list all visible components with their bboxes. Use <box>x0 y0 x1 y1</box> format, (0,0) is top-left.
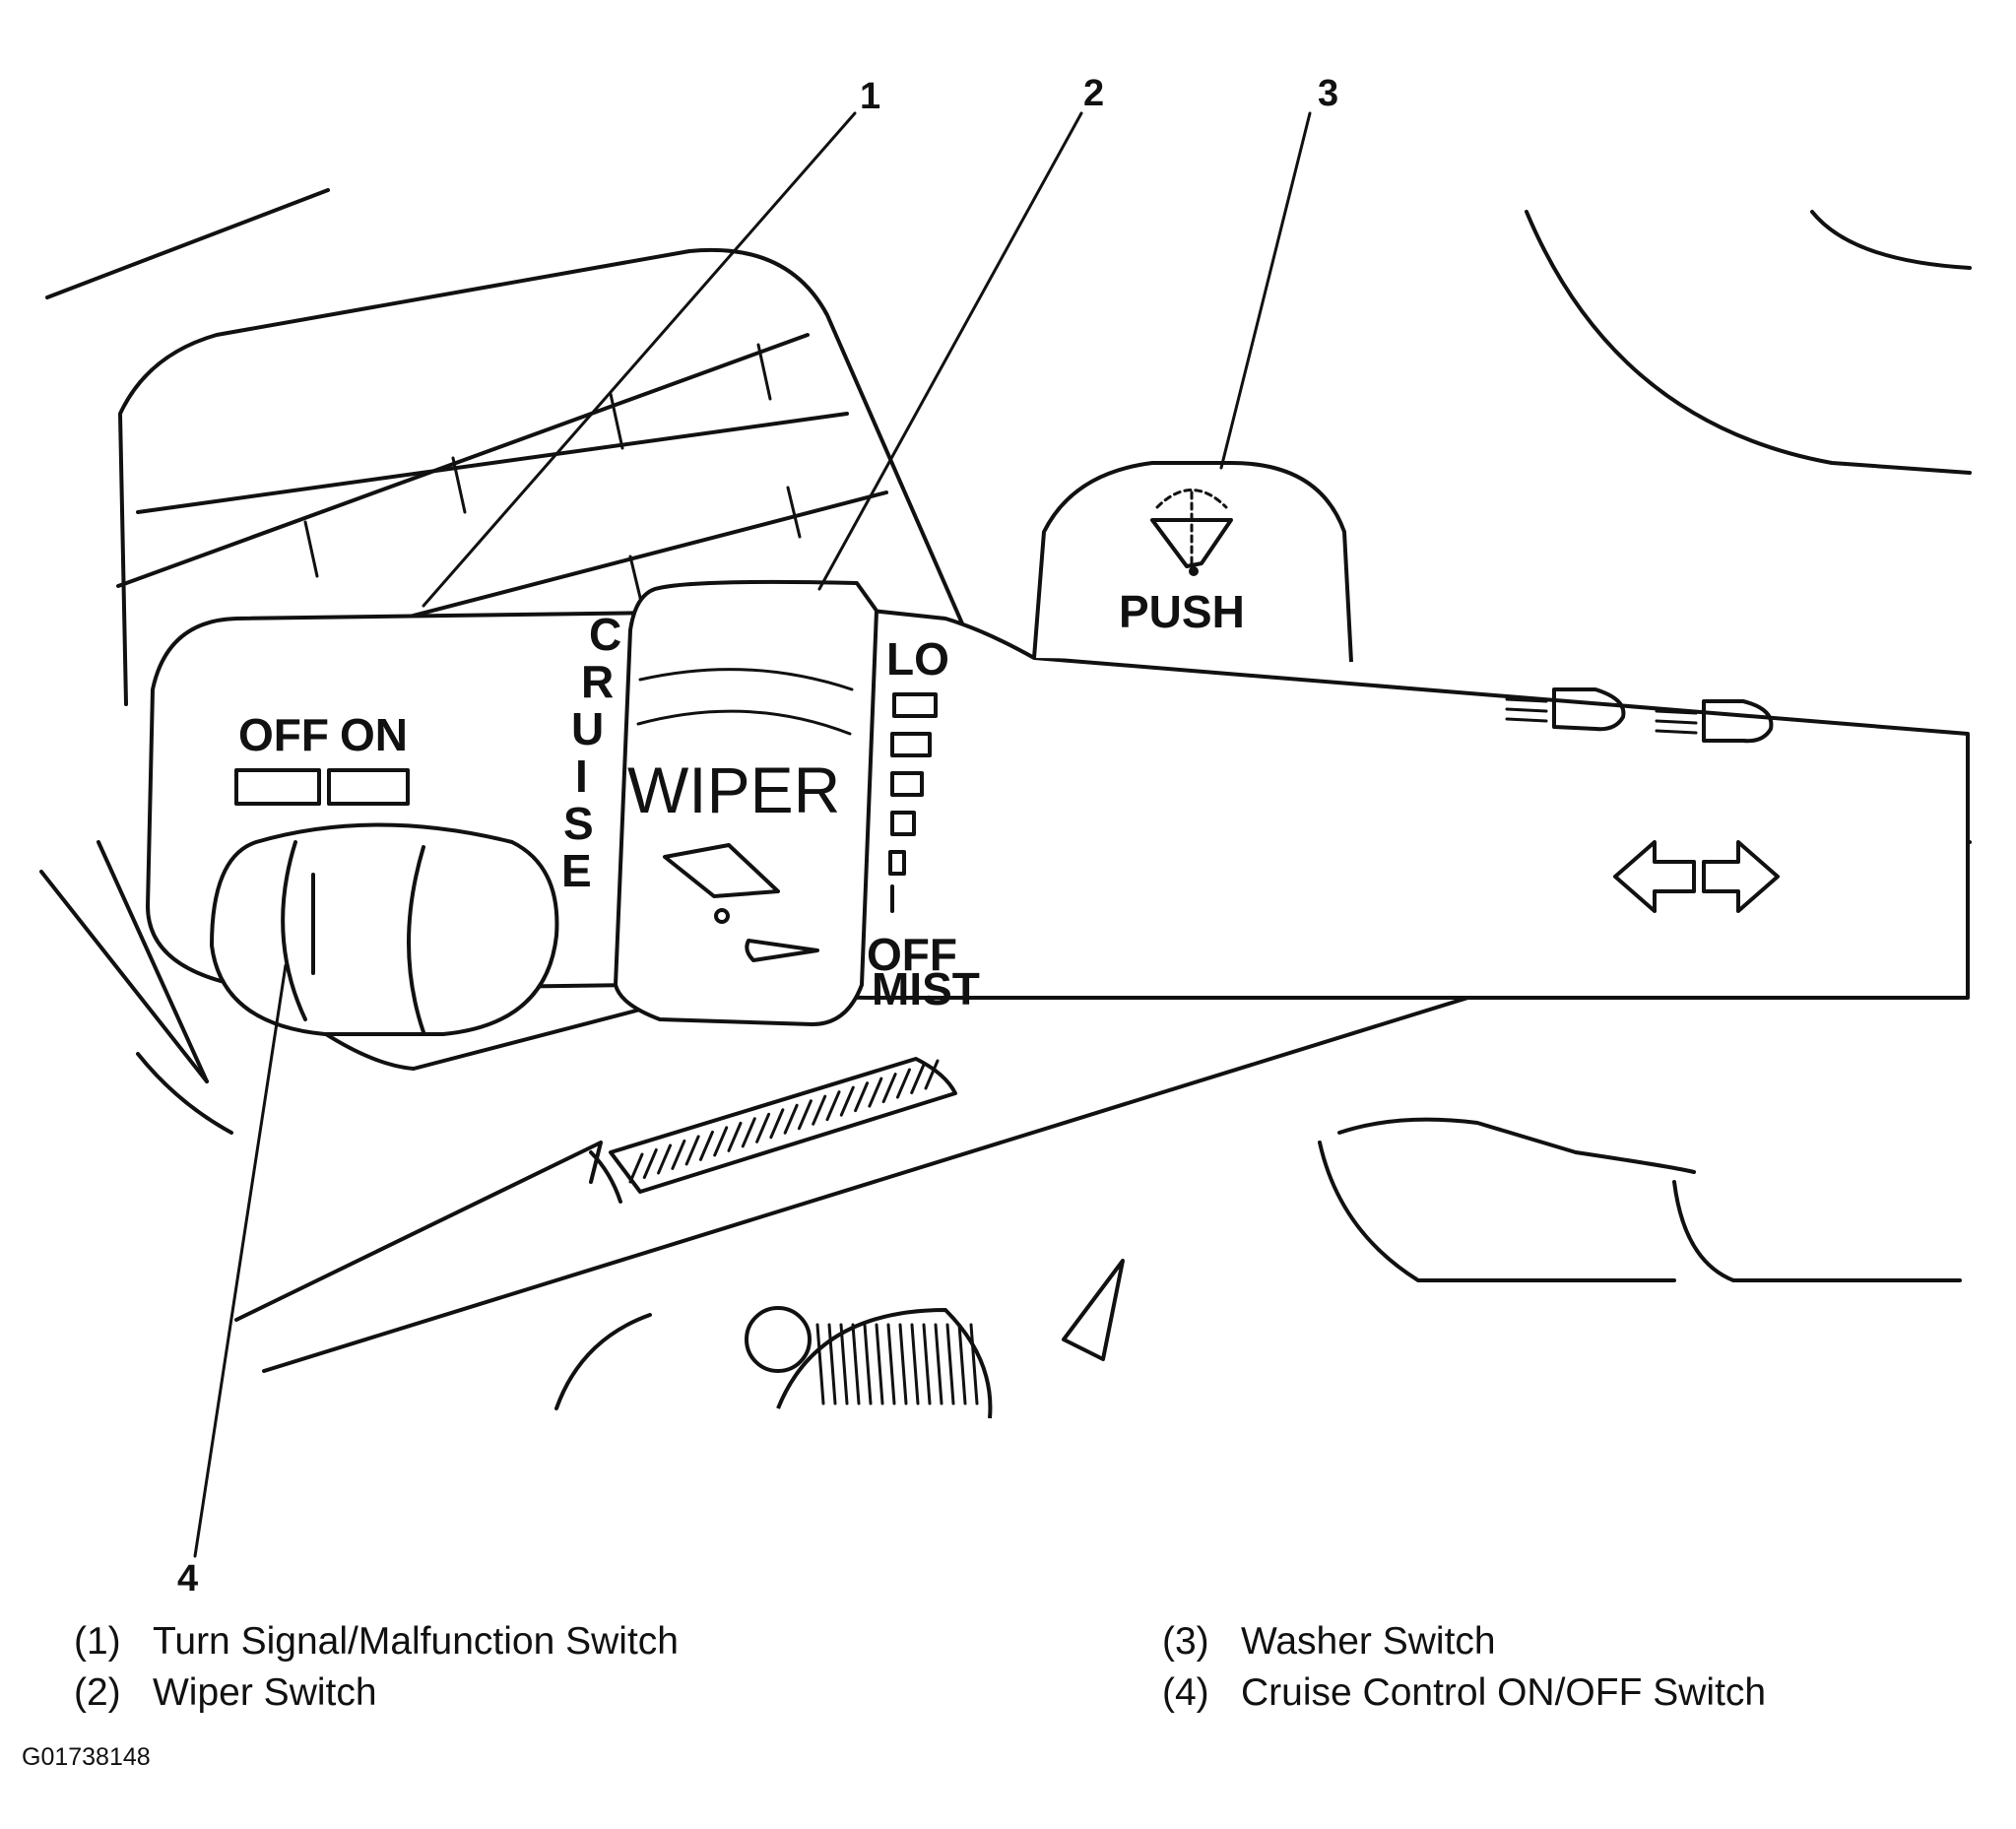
cruise-control-switch[interactable]: OFF ON <box>210 709 559 1036</box>
knurl-mark <box>922 1323 932 1405</box>
callout-4: 4 <box>177 1558 198 1600</box>
knurl-mark <box>671 1139 686 1170</box>
callout-1: 1 <box>860 76 880 117</box>
knurl-mark <box>886 1323 896 1405</box>
knurl-mark <box>851 1323 861 1405</box>
knurl-mark <box>924 1059 940 1090</box>
turn-signal-arrows-icon <box>1613 840 1780 913</box>
knurl-mark <box>875 1323 884 1405</box>
off-label: OFF <box>238 709 329 760</box>
knurl-mark <box>934 1323 943 1405</box>
legend-number: (4) <box>1162 1671 1209 1714</box>
legend-item-4: (4) Cruise Control ON/OFF Switch <box>1162 1671 1766 1715</box>
knurl-mark <box>969 1323 979 1405</box>
knurl-mark <box>839 1323 849 1405</box>
svg-text:E: E <box>561 845 592 896</box>
knurl-mark <box>945 1323 955 1405</box>
knurl-mark <box>812 1094 827 1126</box>
knurled-dial <box>609 1057 957 1194</box>
legend-text: Cruise Control ON/OFF Switch <box>1241 1671 1767 1714</box>
legend-number: (2) <box>74 1671 121 1714</box>
wiper-blade-icon <box>663 843 819 962</box>
knurl-mark <box>642 1147 658 1179</box>
knurl-mark <box>769 1108 785 1140</box>
lo-label: LO <box>886 633 949 685</box>
legend-number: (3) <box>1162 1620 1209 1663</box>
wiper-speed-scale: LO OFF MIST <box>867 633 980 1014</box>
knurl-mark <box>797 1099 813 1131</box>
knurl-mark <box>895 1068 911 1099</box>
knurl-mark <box>910 1323 920 1405</box>
knurl-mark <box>713 1126 729 1157</box>
knurl-mark <box>684 1135 700 1166</box>
legend-number: (1) <box>74 1620 121 1663</box>
knurl-mark <box>898 1323 908 1405</box>
wiper-switch[interactable]: WIPER <box>614 579 878 1026</box>
knurl-mark <box>839 1085 855 1117</box>
mist-label: MIST <box>872 963 980 1014</box>
on-label: ON <box>340 709 408 760</box>
svg-text:C: C <box>589 609 621 660</box>
off-position-label: OFF <box>867 929 957 980</box>
knurl-mark <box>657 1143 673 1175</box>
washer-switch[interactable]: PUSH <box>1032 461 1353 663</box>
dashboard-vent <box>39 188 967 1135</box>
knurl-mark <box>827 1323 837 1405</box>
legend-item-1: (1) Turn Signal/Malfunction Switch <box>74 1620 679 1664</box>
knurl-mark <box>910 1064 926 1095</box>
svg-text:U: U <box>571 703 604 754</box>
leader-lines <box>193 111 1312 1558</box>
figure-code: G01738148 <box>22 1743 151 1771</box>
knurl-mark <box>957 1323 967 1405</box>
svg-text:I: I <box>575 751 588 802</box>
washer-wiper-icon <box>1150 489 1233 576</box>
knurl-mark <box>698 1130 714 1161</box>
legend-item-2: (2) Wiper Switch <box>74 1671 377 1715</box>
knurl-mark <box>741 1117 756 1148</box>
knurl-mark <box>815 1323 825 1405</box>
headlamp-beam-icon <box>1505 687 1774 744</box>
knurl-mark <box>727 1121 743 1152</box>
knurl-mark <box>868 1077 883 1108</box>
knurl-mark <box>854 1081 870 1113</box>
knurl-mark <box>825 1090 841 1122</box>
legend-text: Washer Switch <box>1241 1620 1496 1663</box>
lower-knob <box>554 1259 1125 1419</box>
svg-text:S: S <box>563 798 594 849</box>
wiper-label: WIPER <box>627 753 840 826</box>
knurl-mark <box>863 1323 873 1405</box>
legend-text: Wiper Switch <box>153 1671 377 1714</box>
push-label: PUSH <box>1119 586 1245 637</box>
svg-text:R: R <box>581 656 614 707</box>
knurl-mark <box>628 1152 644 1184</box>
legend-item-3: (3) Washer Switch <box>1162 1620 1496 1664</box>
callout-3: 3 <box>1318 73 1338 114</box>
knurl-mark <box>881 1073 897 1104</box>
knurl-mark <box>755 1112 771 1143</box>
callout-2: 2 <box>1083 73 1104 114</box>
legend-text: Turn Signal/Malfunction Switch <box>153 1620 679 1663</box>
cruise-label: C R U I S E <box>561 609 621 896</box>
knurl-mark <box>783 1103 799 1135</box>
